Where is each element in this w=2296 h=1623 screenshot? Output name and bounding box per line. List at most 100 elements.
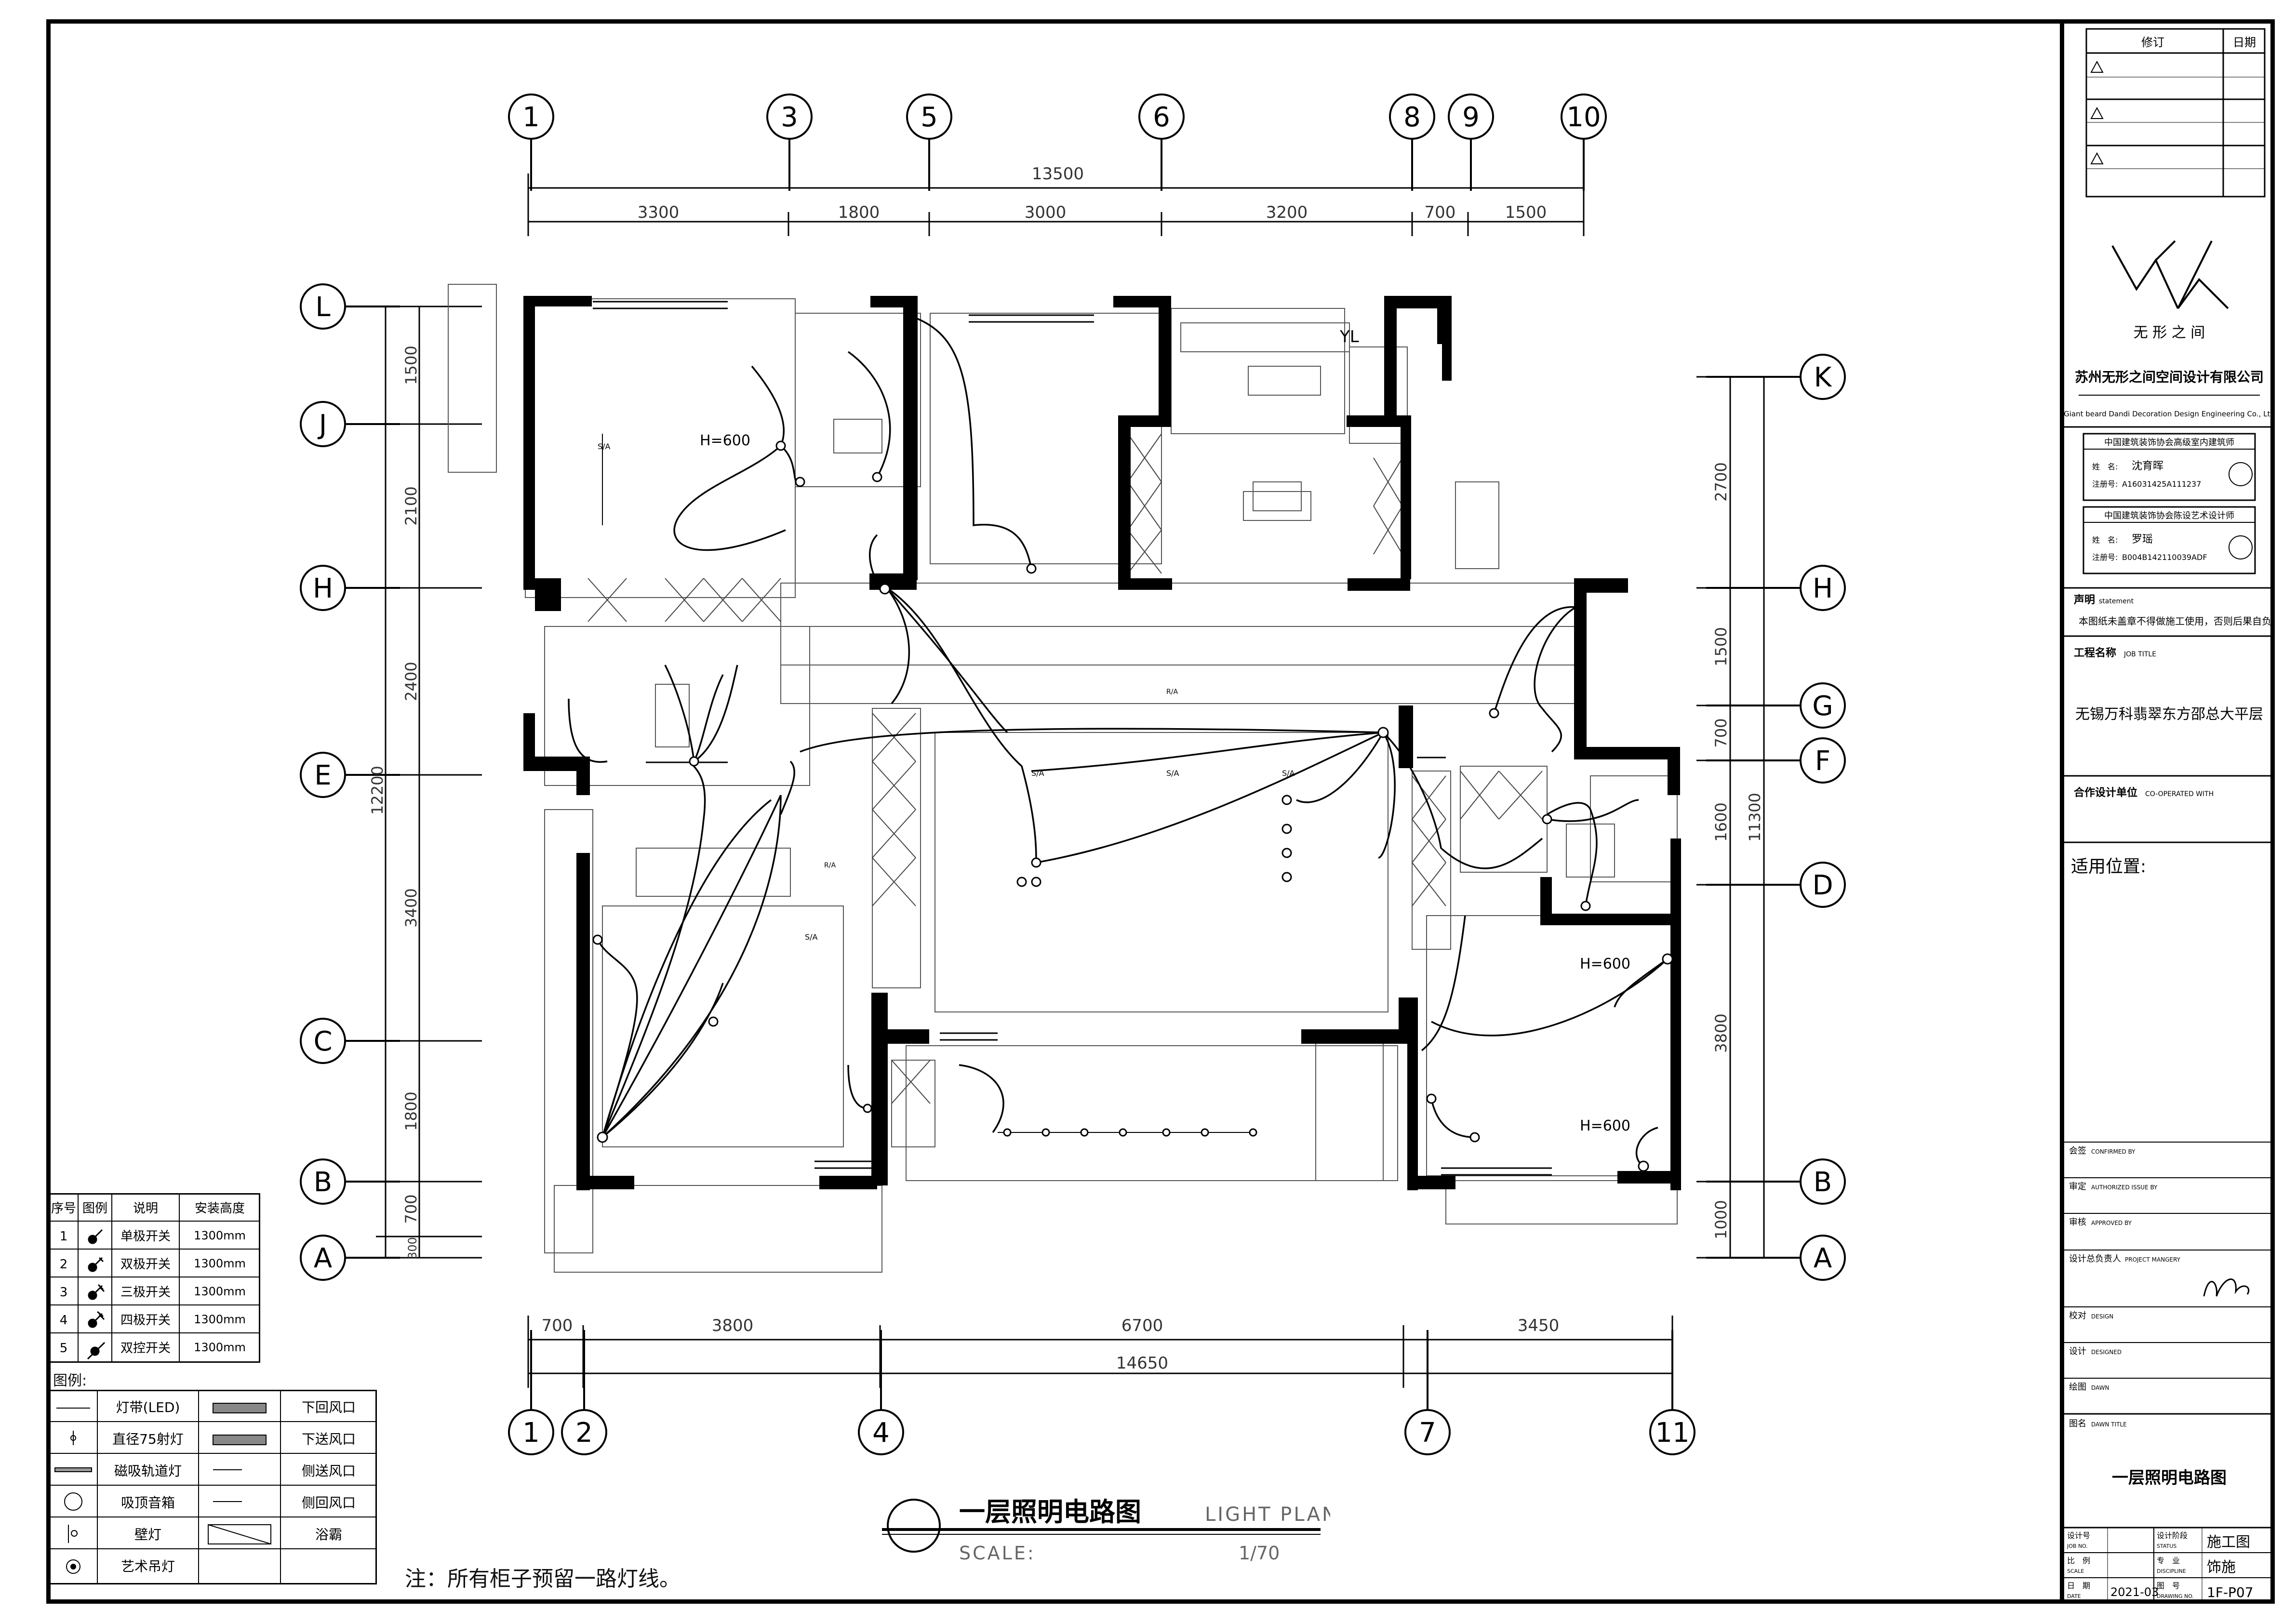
legend-chandelier: 艺术吊灯 [121,1558,175,1574]
dim-right-seg-1: 2700 [1712,462,1730,501]
dim-left-seg-2: 2100 [402,486,420,525]
company-name-en: Giant beard Dandi Decoration Design Engi… [2064,410,2275,418]
scale-en: SCALE [2067,1568,2084,1574]
pm-signature [2203,1278,2250,1297]
legend-bath-heater: 浴霸 [315,1527,342,1543]
axis-bottom-4: 4 [872,1417,890,1449]
pm-en: PROJECT MANGERY [2125,1256,2181,1263]
cert1-name: 沈育晖 [2132,460,2163,472]
light-fixtures [592,440,1673,1172]
dim-top-seg-4: 3200 [1266,203,1308,222]
switch-row-5-height: 1300mm [194,1341,246,1354]
cert2-name-label: 姓 名: [2092,535,2118,545]
cert2-seal [2229,535,2253,559]
drawing-title-block: 一层照明电路图 LIGHT PLAN SCALE: 1/70 [882,1497,1330,1564]
switch-row-1-no: 1 [60,1229,68,1244]
label-h600-bedroom: H=600 [700,432,750,449]
company-name-cn: 苏州无形之间空间设计有限公司 [2075,369,2264,385]
dim-left-seg-3: 2400 [402,662,420,701]
axis-right-G: G [1812,691,1833,722]
axis-top-10: 10 [1566,102,1601,133]
switch-row-3-desc: 三极开关 [120,1285,171,1300]
sheet-border [46,19,2275,1604]
check-en: DESIGN [2091,1313,2113,1320]
cert2-no-label: 注册号: [2092,553,2118,562]
switch-row-5-no: 5 [60,1341,68,1356]
switch-header-desc: 说明 [133,1201,158,1216]
axis-top-5: 5 [921,102,938,133]
title-bubble [887,1499,941,1553]
title-block-graphics: 修订 日期 无 形 之 间 苏州无形之间空间设计有限公司 Giant beard… [2064,28,2275,1604]
switch-row-4-no: 4 [60,1313,68,1328]
drawingno-label: 图 号 [2157,1581,2180,1590]
switch-row-3-no: 3 [60,1285,68,1300]
statement-text: 本图纸未盖章不得做施工使用，否则后果自负! [2079,615,2275,627]
axis-bubbles-left [300,283,400,1281]
cert2-title: 中国建筑装饰协会陈设艺术设计师 [2104,511,2234,521]
switch-row-2-desc: 双极开关 [120,1257,171,1272]
jobno-en: JOB NO. [2067,1543,2088,1549]
cert2-name: 罗瑶 [2132,533,2153,545]
status-label: 设计阶段 [2157,1531,2188,1540]
dim-top-seg-2: 1800 [838,203,880,222]
axis-right-D: D [1812,870,1833,901]
dim-right-seg-2: 1500 [1712,627,1730,666]
axis-left-J: J [318,409,327,440]
cert1-seal [2229,462,2253,486]
legend-led-strip: 灯带(LED) [116,1399,180,1415]
legend-wall-lamp: 壁灯 [134,1527,161,1543]
label-sa-4: S/A [1282,769,1295,778]
legend-track-light: 磁吸轨道灯 [114,1463,182,1479]
dim-left-seg-5: 1800 [402,1091,420,1131]
axis-bubbles-right [1706,354,1846,1281]
dim-bottom-total: 14650 [1116,1354,1168,1373]
dim-left-seg-7: 300 [406,1237,419,1259]
axis-right-B: B [1814,1167,1832,1198]
axis-bubbles-top [508,93,1607,191]
axis-top-1: 1 [522,102,540,133]
dim-bottom-seg-3: 6700 [1121,1316,1163,1335]
switch-row-2-no: 2 [60,1257,68,1272]
drawing-title-cn: 一层照明电路图 [959,1497,1141,1527]
approved-label: 审核 [2069,1217,2086,1227]
dim-bottom-seg-4: 3450 [1518,1316,1560,1335]
legend-symbols [54,1403,271,1574]
legend-spotlight: 直径75射灯 [112,1431,184,1447]
label-sa-2: S/A [1031,769,1044,778]
drawingno-value: 1F-P07 [2207,1584,2254,1600]
drawing-name: 一层照明电路图 [2112,1468,2227,1488]
statement-label: 声明 [2073,594,2095,606]
switch-row-1-desc: 单极开关 [120,1229,171,1244]
switch-row-4-desc: 四极开关 [120,1313,171,1328]
axis-top-8: 8 [1403,102,1421,133]
authorized-label: 审定 [2069,1182,2086,1192]
dim-left-seg-6: 700 [402,1194,420,1224]
axis-right-H: H [1813,573,1833,604]
label-sa-3: S/A [1166,769,1179,778]
revision-header: 修订 [2141,36,2164,49]
switch-row-4-height: 1300mm [194,1313,246,1326]
switch-header-icon: 图例 [82,1201,107,1216]
dim-left-total: 12200 [368,766,387,815]
axis-left-L: L [315,292,330,323]
dim-right-total: 11300 [1746,793,1764,842]
axis-bottom-2: 2 [575,1417,593,1449]
dim-bottom-seg-2: 3800 [712,1316,754,1335]
switch-row-5-desc: 双控开关 [120,1341,171,1356]
dim-top-seg-1: 3300 [638,203,680,222]
drawing-scale-label: SCALE: [959,1543,1036,1564]
label-sa-5: S/A [805,932,818,942]
coop-en: CO-OPERATED WITH [2145,790,2214,798]
legend-title: 图例: [53,1372,87,1389]
legend-side-supply: 侧送风口 [302,1463,356,1479]
switch-table: 序号 图例 说明 安装高度 1 2 3 4 5 单极开关 双极开关 三极开关 四… [49,1193,260,1363]
cert1-no: A16031425A111237 [2122,479,2201,489]
confirmed-en: CONFIRMED BY [2091,1148,2136,1155]
company-logo [2111,240,2229,309]
date-en: DATE [2067,1593,2081,1599]
axis-bottom-7: 7 [1419,1417,1436,1449]
date-value: 2021-03 [2110,1585,2159,1599]
pm-label: 设计总负责人 [2069,1254,2121,1264]
cert2-no: B004B142110039ADF [2122,553,2207,562]
